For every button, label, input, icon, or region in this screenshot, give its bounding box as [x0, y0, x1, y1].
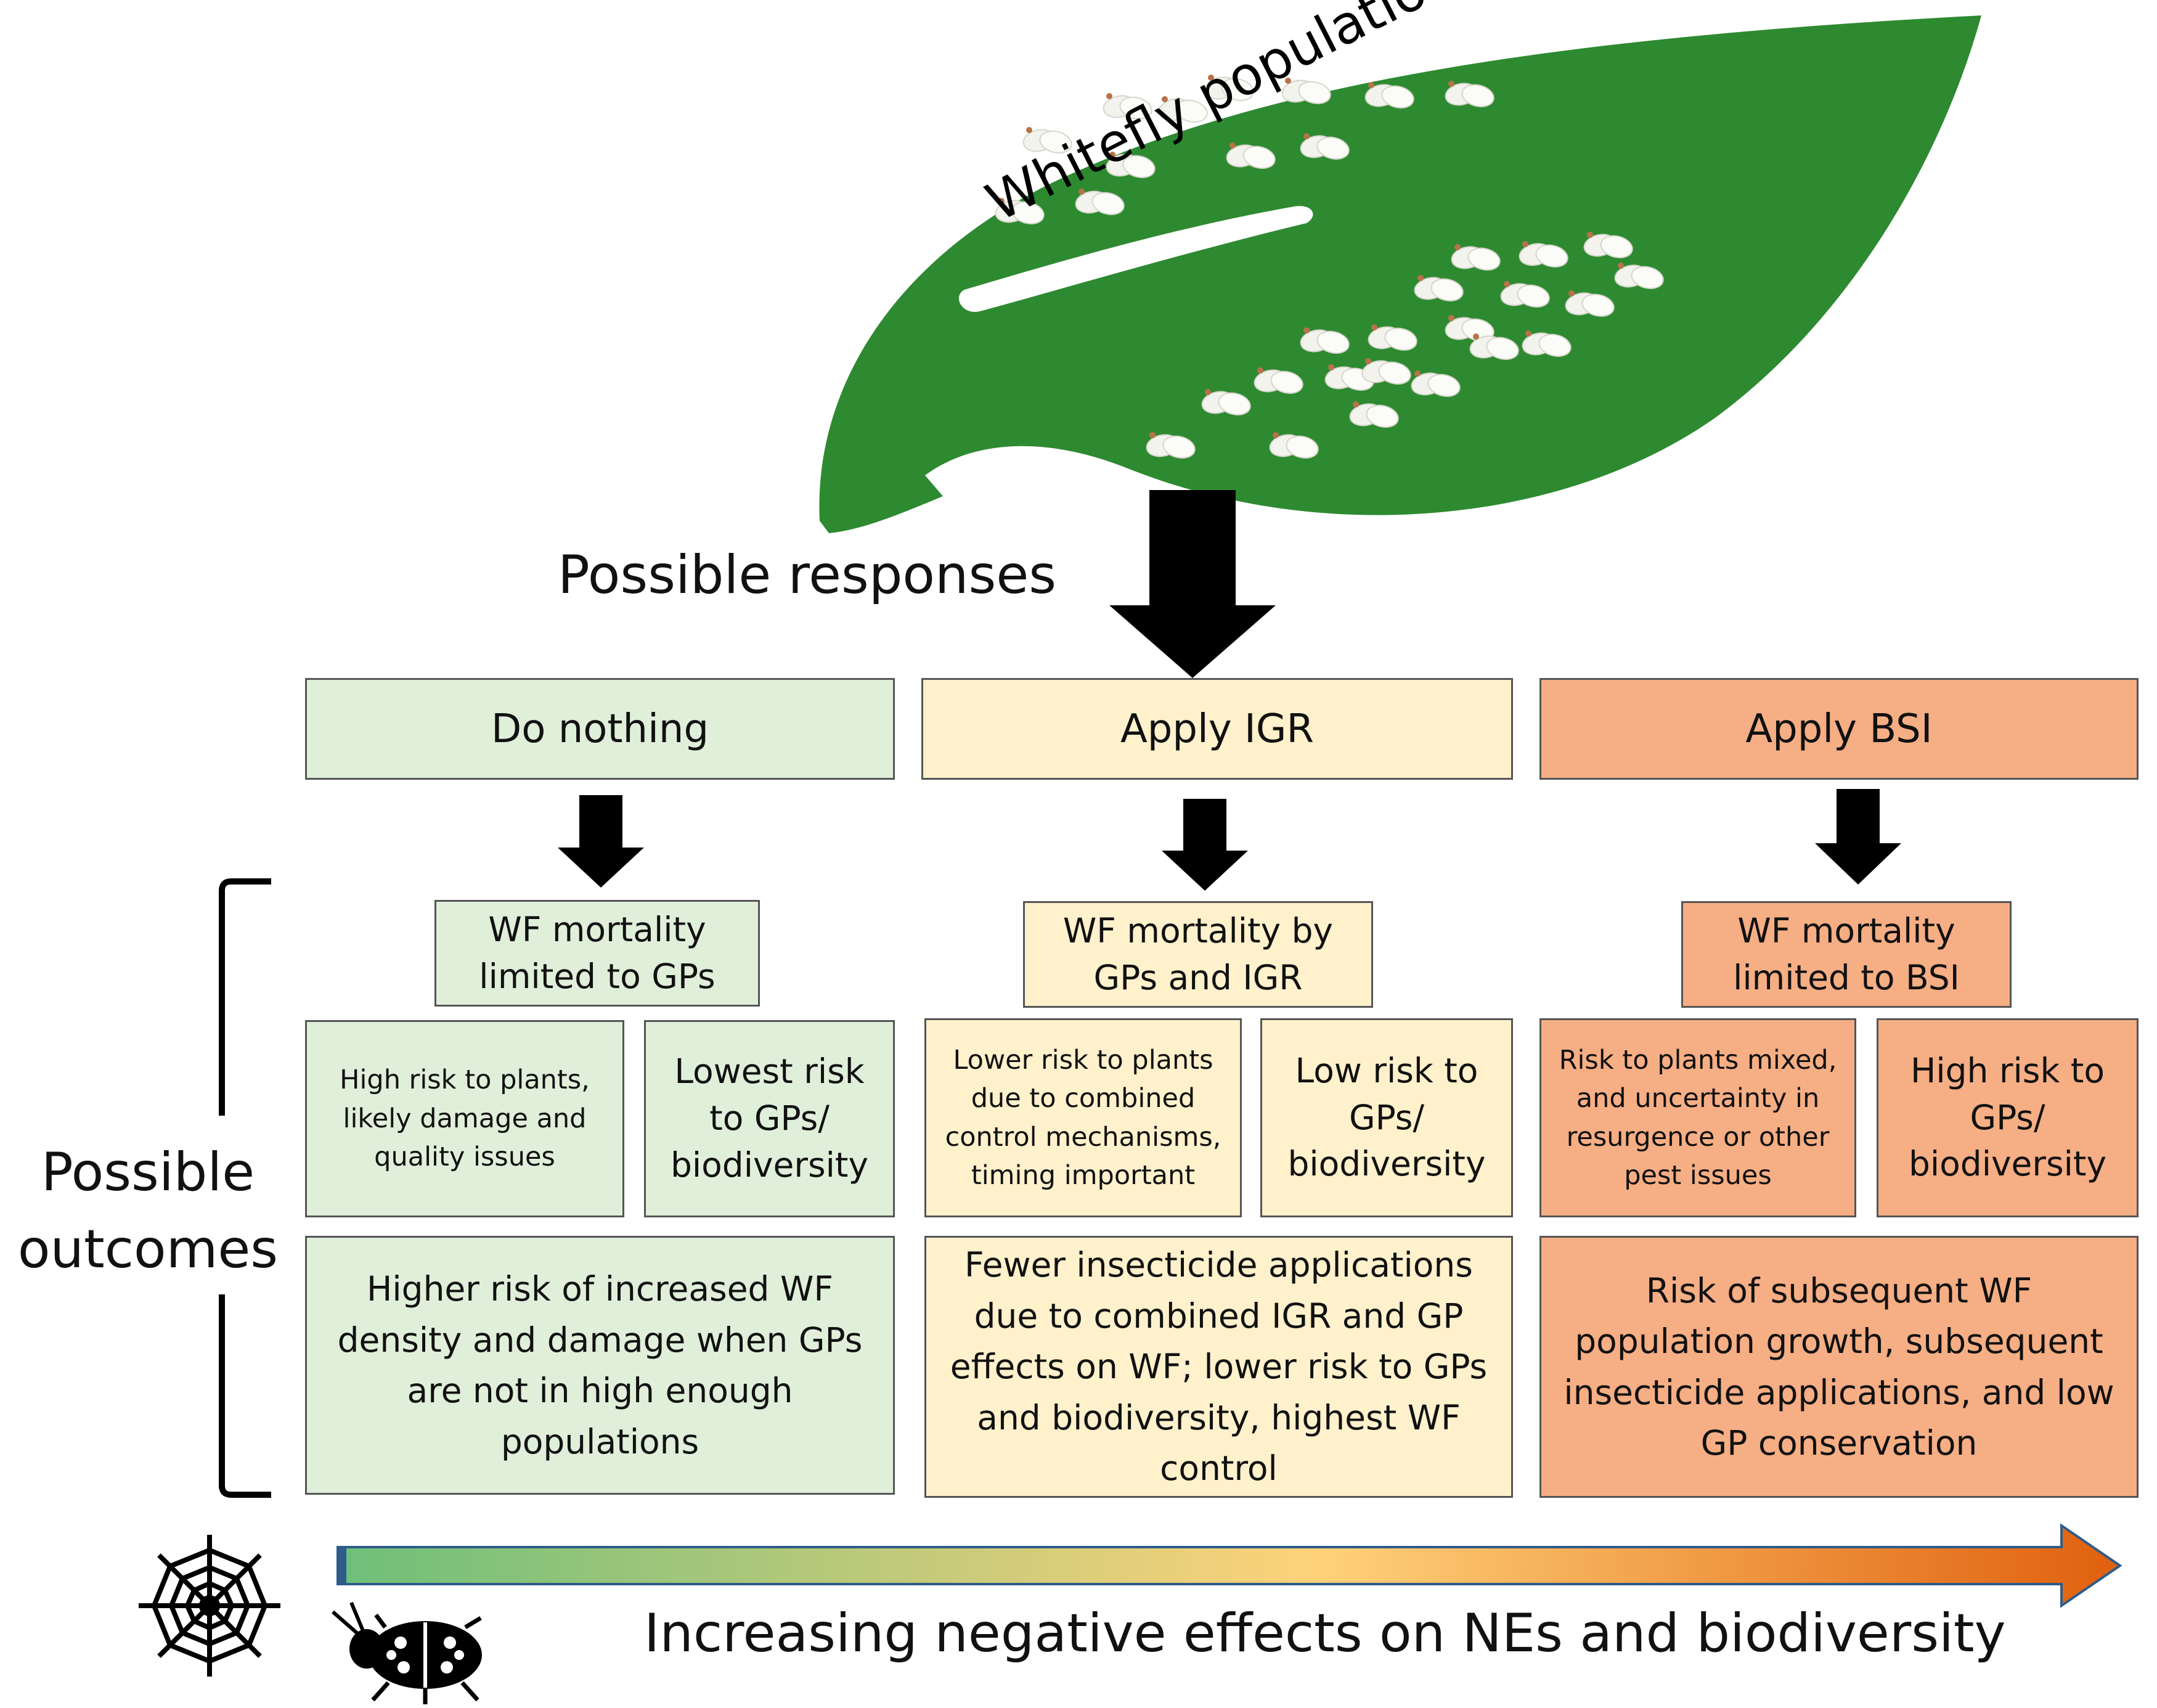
col3-down-arrow: [1815, 789, 1901, 885]
possible-outcomes-label: Possible outcomes: [17, 1142, 279, 1280]
leaf-blade: [819, 15, 1981, 523]
negative-effects-arrow: [336, 1523, 2122, 1608]
mortality-do-nothing: WF mortality limited to GPs: [434, 900, 760, 1007]
mortality-apply-bsi: WF mortality limited to BSI: [1681, 901, 2012, 1008]
leaf-stem: [820, 475, 943, 533]
col1-down-arrow: [558, 795, 644, 888]
mortality-apply-igr: WF mortality by GPs and IGR: [1023, 901, 1373, 1008]
outcome-apply-igr: Fewer insecticide applications due to co…: [924, 1236, 1513, 1498]
possible-responses-label: Possible responses: [558, 544, 1057, 606]
response-apply-igr: Apply IGR: [921, 678, 1513, 780]
response-apply-bsi: Apply BSI: [1539, 678, 2139, 780]
negative-effects-label: Increasing negative effects on NEs and b…: [644, 1603, 2006, 1664]
outcome-apply-bsi: Risk of subsequent WF population growth,…: [1539, 1236, 2139, 1498]
outcome-do-nothing: Higher risk of increased WF density and …: [305, 1236, 895, 1495]
ladybug-icon: [332, 1601, 482, 1704]
col2-down-arrow: [1162, 799, 1248, 891]
leaf-midrib: [958, 206, 1313, 312]
plant-risk-apply-bsi: Risk to plants mixed, and uncertainty in…: [1539, 1018, 1856, 1217]
main-down-arrow: [1109, 490, 1276, 678]
response-do-nothing: Do nothing: [305, 678, 895, 780]
outcomes-bracket: [219, 878, 271, 1498]
spider-web-icon: [139, 1535, 280, 1677]
gp-risk-apply-igr: Low risk to GPs/ biodiversity: [1260, 1018, 1513, 1217]
plant-risk-do-nothing: High risk to plants, likely damage and q…: [305, 1020, 624, 1217]
gp-risk-do-nothing: Lowest risk to GPs/ biodiversity: [644, 1020, 895, 1217]
plant-risk-apply-igr: Lower risk to plants due to combined con…: [924, 1018, 1242, 1217]
gp-risk-apply-bsi: High risk to GPs/ biodiversity: [1877, 1018, 2139, 1217]
